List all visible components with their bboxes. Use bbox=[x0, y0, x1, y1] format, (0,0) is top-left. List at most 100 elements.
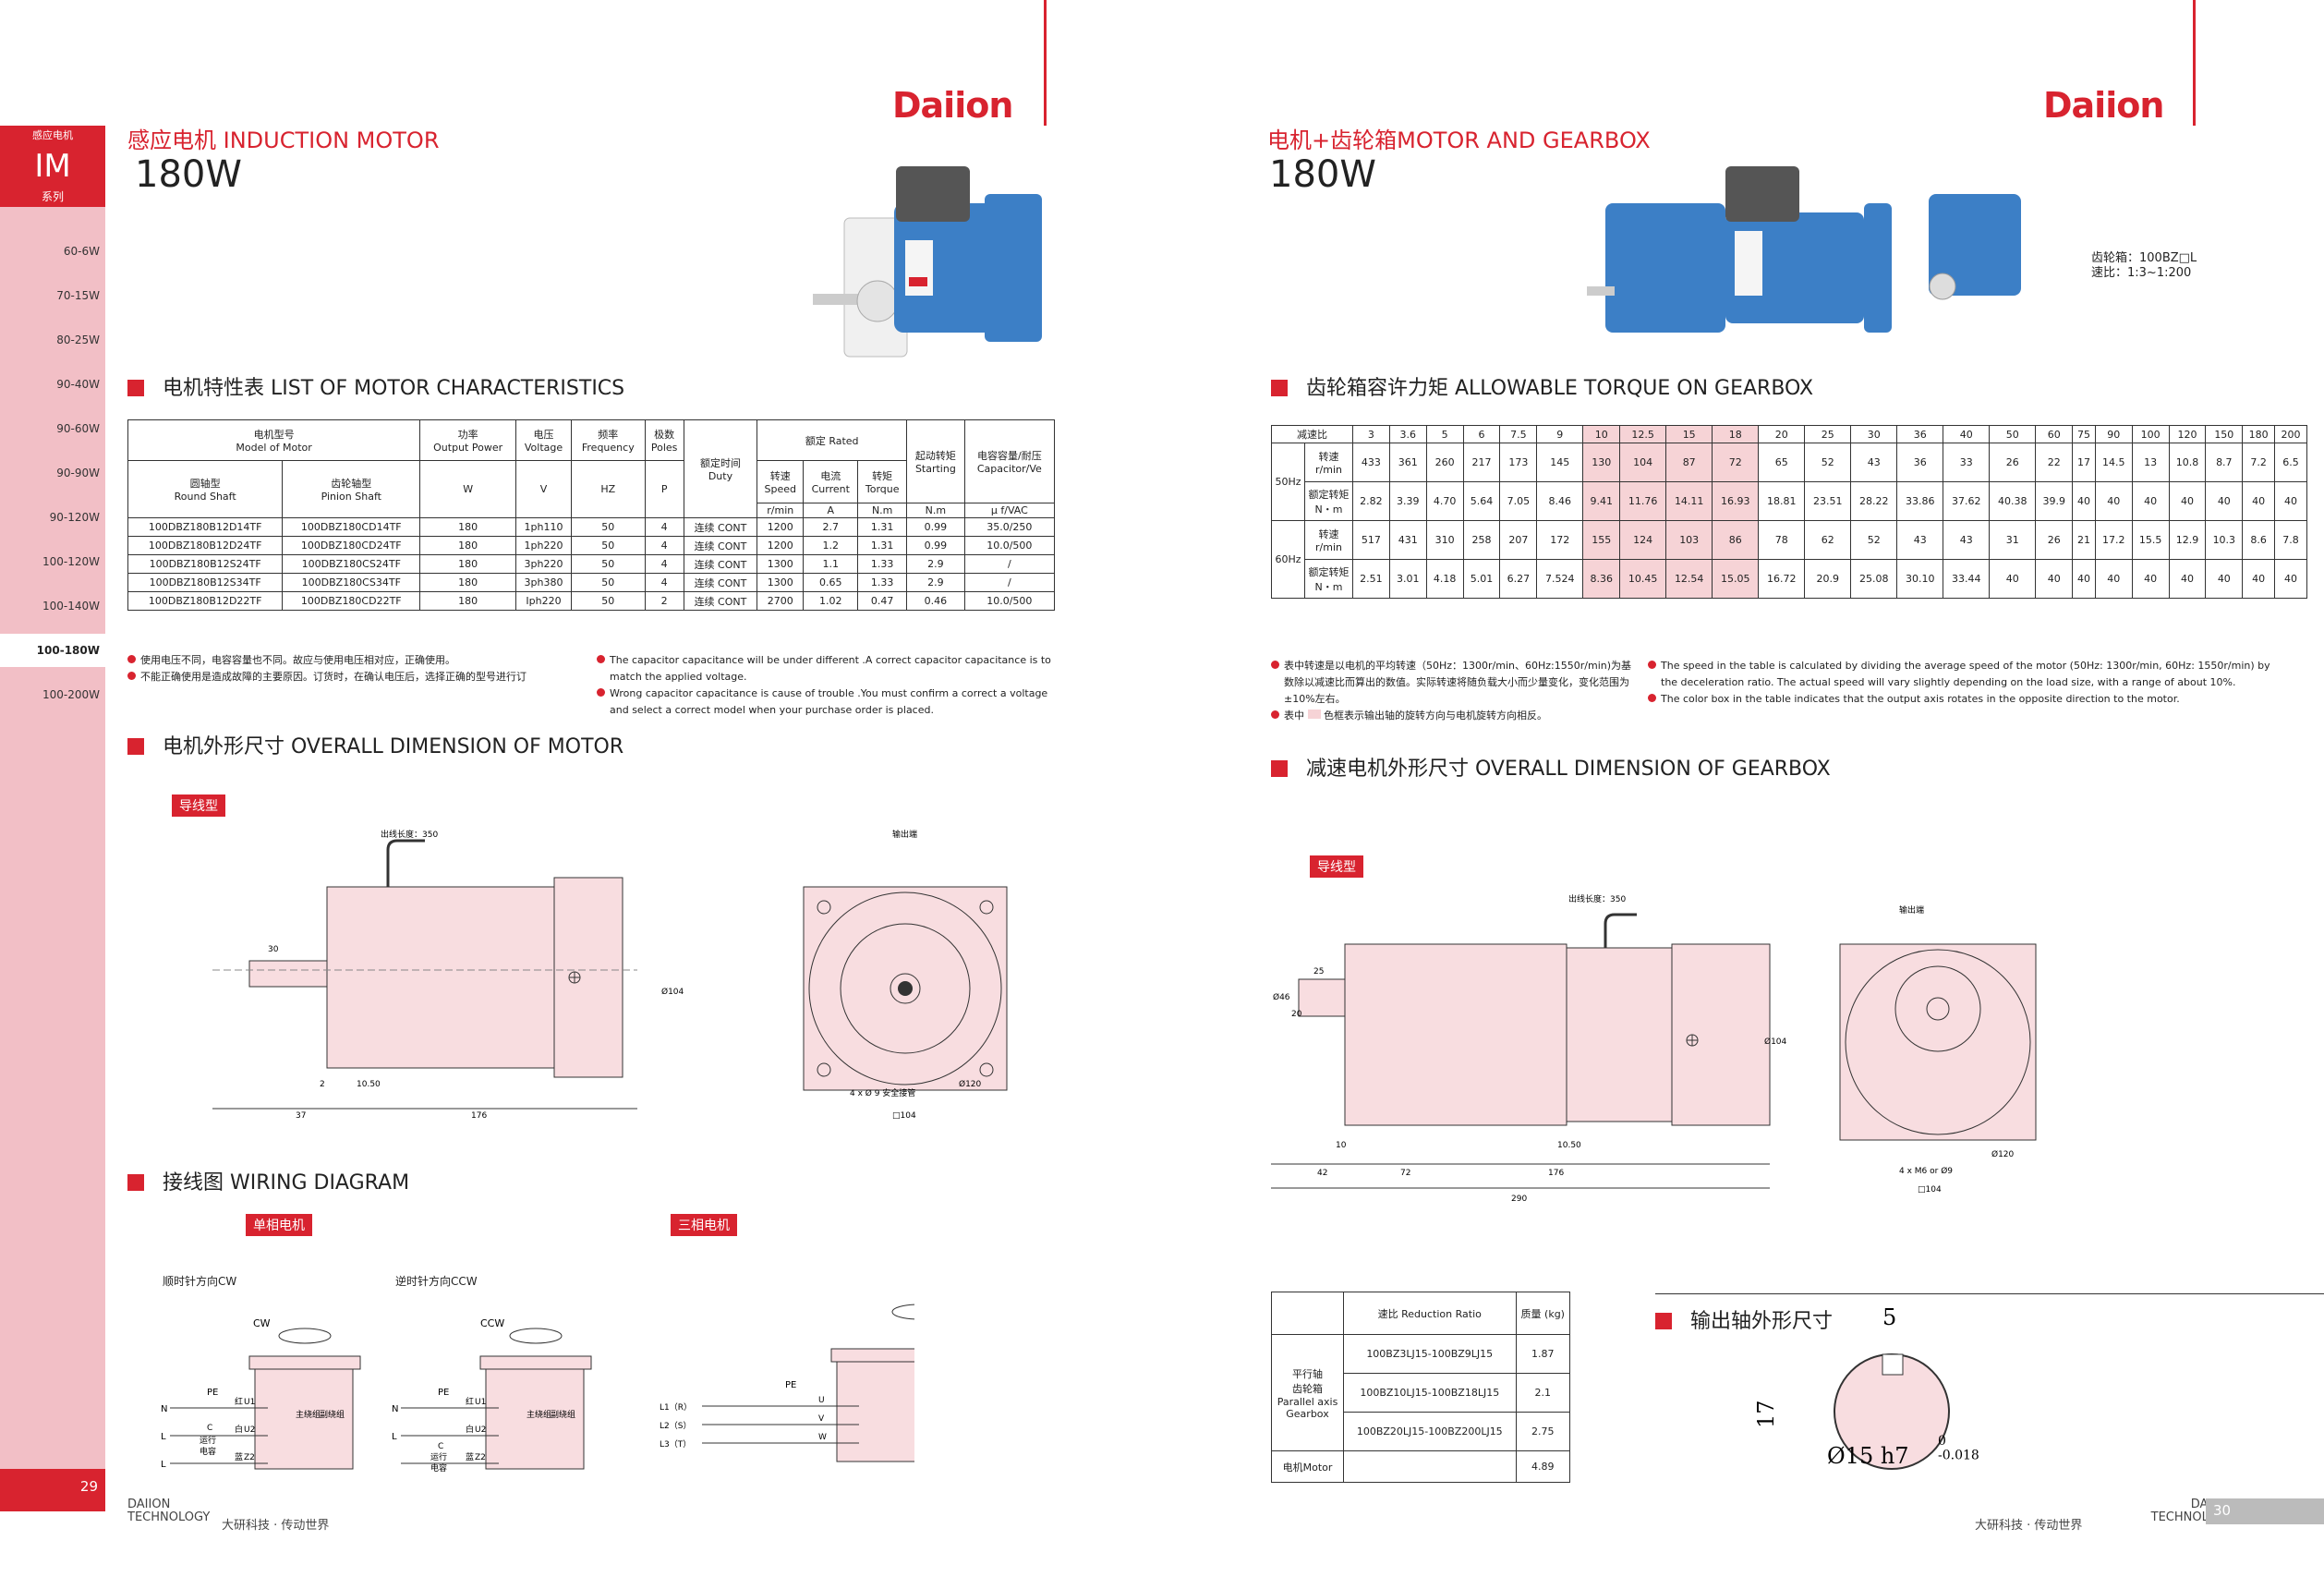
ratio-value: 120 bbox=[2168, 425, 2207, 443]
wiring-cw-white: 白 bbox=[235, 1424, 243, 1435]
notes-en: The capacitor capacitance will be under … bbox=[597, 652, 1055, 719]
hdr-starting: 起动转矩 Starting bbox=[906, 419, 965, 503]
wiring-cw-u2: U2 bbox=[244, 1425, 255, 1435]
table-cell: 310 bbox=[1425, 520, 1464, 560]
table-cell: 43 bbox=[1850, 443, 1898, 482]
table-cell: 8.36 bbox=[1582, 559, 1621, 599]
table-cell: 50 bbox=[570, 536, 646, 555]
section-allowable-torque: 齿轮箱容许力矩 ALLOWABLE TORQUE ON GEARBOX bbox=[1271, 371, 1813, 401]
table-cell: 217 bbox=[1462, 443, 1501, 482]
right-page: Daiion 电机+齿轮箱MOTOR AND GEARBOX 180W 齿轮箱：… bbox=[1162, 0, 2324, 1589]
hdr-capacitor: 电容容量/耐压 Capacitor/Ve bbox=[963, 419, 1056, 503]
gb-dim-290: 290 bbox=[1511, 1195, 1527, 1204]
table-cell: 21 bbox=[2072, 520, 2096, 560]
table-cell: 40 bbox=[1989, 559, 2037, 599]
unit-capacitor: μ f/VAC bbox=[963, 503, 1056, 518]
sidebar-item-90-60w[interactable]: 90-60W bbox=[56, 422, 100, 435]
sidebar-item-70-15w[interactable]: 70-15W bbox=[56, 289, 100, 302]
table-cell: 12.9 bbox=[2168, 520, 2207, 560]
gb-dim-72: 72 bbox=[1400, 1169, 1410, 1178]
table-cell: 52 bbox=[1850, 520, 1898, 560]
wiring-ccw-aux: 副绕组 bbox=[551, 1409, 575, 1420]
wiring-3p-l2: L2（S） bbox=[660, 1421, 691, 1431]
sidebar-item-80-25w[interactable]: 80-25W bbox=[56, 334, 100, 346]
table-cell: 1.31 bbox=[857, 517, 908, 537]
section-wiring: 接线图 WIRING DIAGRAM bbox=[127, 1166, 409, 1195]
sidebar-item-100-180w[interactable]: 100-180W bbox=[0, 634, 105, 667]
hdr-voltage: 电压 Voltage bbox=[515, 419, 572, 461]
page-number: 29 bbox=[0, 1469, 105, 1511]
table-cell: 62 bbox=[1804, 520, 1852, 560]
ratio-value: 150 bbox=[2205, 425, 2244, 443]
table-cell: 0.47 bbox=[857, 591, 908, 611]
shaft-section-drawing: 5 17 Ø15 h7 0-0.018 bbox=[1753, 1304, 1979, 1470]
table-cell: 517 bbox=[1352, 520, 1390, 560]
gb-lead-length: 出线长度：350 bbox=[1568, 893, 1626, 904]
page-number: 30 bbox=[2206, 1498, 2324, 1524]
wiring-ccw-u1: U1 bbox=[475, 1398, 486, 1407]
table-cell: 145 bbox=[1536, 443, 1584, 482]
table-cell: 100BZ20LJ15-100BZ200LJ15 bbox=[1343, 1412, 1517, 1451]
table-cell: 2.51 bbox=[1352, 559, 1390, 599]
ratio-value: 25 bbox=[1804, 425, 1852, 443]
table-cell: 15.5 bbox=[2131, 520, 2170, 560]
table-cell: 40 bbox=[2205, 481, 2244, 521]
table-cell: 17.2 bbox=[2094, 520, 2133, 560]
sidebar-item-100-200w[interactable]: 100-200W bbox=[42, 688, 100, 701]
group-label: 平行轴 齿轮箱 Parallel axis Gearbox bbox=[1271, 1334, 1344, 1451]
table-cell: 40 bbox=[2242, 559, 2276, 599]
wiring-cw-run: 运行 bbox=[200, 1435, 216, 1446]
tag-lead-type: 导线型 bbox=[172, 794, 225, 817]
table-cell: 1.33 bbox=[857, 573, 908, 592]
sidebar-item-90-90w[interactable]: 90-90W bbox=[56, 467, 100, 479]
wiring-ccw-white: 白 bbox=[466, 1424, 474, 1435]
table-cell: 7.8 bbox=[2274, 520, 2307, 560]
table-cell: 2700 bbox=[757, 591, 805, 611]
table-cell: 2.1 bbox=[1515, 1373, 1571, 1413]
sidebar-item-60-6w[interactable]: 60-6W bbox=[63, 245, 100, 258]
table-cell: 7.524 bbox=[1536, 559, 1584, 599]
dim-holes: 4 x Ø 9 安全接管 bbox=[850, 1087, 915, 1098]
table-cell: 207 bbox=[1499, 520, 1538, 560]
hdr-torque: 转矩 Torque bbox=[857, 460, 908, 503]
table-cell: 2.82 bbox=[1352, 481, 1390, 521]
sidebar-item-90-120w[interactable]: 90-120W bbox=[49, 511, 100, 524]
brand-logo: Daiion bbox=[2043, 85, 2164, 126]
unit-power: W bbox=[419, 460, 517, 518]
table-cell: 433 bbox=[1352, 443, 1390, 482]
footer-slogan: 大研科技 · 传动世界 bbox=[222, 1519, 330, 1533]
table-cell: 180 bbox=[419, 536, 517, 555]
table-cell: 40.38 bbox=[1989, 481, 2037, 521]
hdr-duty: 额定时间 Duty bbox=[683, 419, 758, 518]
note-en-1: The capacitor capacitance will be under … bbox=[610, 654, 1051, 683]
table-cell: 52 bbox=[1804, 443, 1852, 482]
table-cell: 11.76 bbox=[1619, 481, 1667, 521]
sidebar-item-100-140w[interactable]: 100-140W bbox=[42, 600, 100, 613]
table-cell: 10.0/500 bbox=[963, 536, 1056, 555]
ratio-value: 36 bbox=[1896, 425, 1944, 443]
ratio-value: 90 bbox=[2094, 425, 2133, 443]
table-cell: 173 bbox=[1499, 443, 1538, 482]
tag-single-phase: 单相电机 bbox=[246, 1214, 312, 1236]
ratio-value: 40 bbox=[1943, 425, 1991, 443]
table-cell: 13 bbox=[2131, 443, 2170, 482]
dim-104-dia: Ø104 bbox=[661, 987, 684, 997]
wiring-3p-l3: L3（T） bbox=[660, 1439, 691, 1450]
table-cell: 361 bbox=[1388, 443, 1427, 482]
table-cell: 100DBZ180B12D22TF bbox=[127, 591, 284, 611]
ratio-value: 200 bbox=[2274, 425, 2307, 443]
page-subtitle: 电机+齿轮箱MOTOR AND GEARBOX bbox=[1267, 127, 1651, 153]
gb-dim-10: 10 bbox=[1336, 1141, 1347, 1150]
motor-photo bbox=[813, 166, 1042, 358]
table-cell: 37.62 bbox=[1943, 481, 1991, 521]
table-cell: 40 bbox=[2131, 559, 2170, 599]
sidebar-item-90-40w[interactable]: 90-40W bbox=[56, 378, 100, 391]
sidebar-item-100-120w[interactable]: 100-120W bbox=[42, 555, 100, 568]
table-cell: 155 bbox=[1582, 520, 1621, 560]
ratio-value: 7.5 bbox=[1499, 425, 1538, 443]
table-cell: 36 bbox=[1896, 443, 1944, 482]
unit-torque: N.m bbox=[857, 503, 908, 518]
